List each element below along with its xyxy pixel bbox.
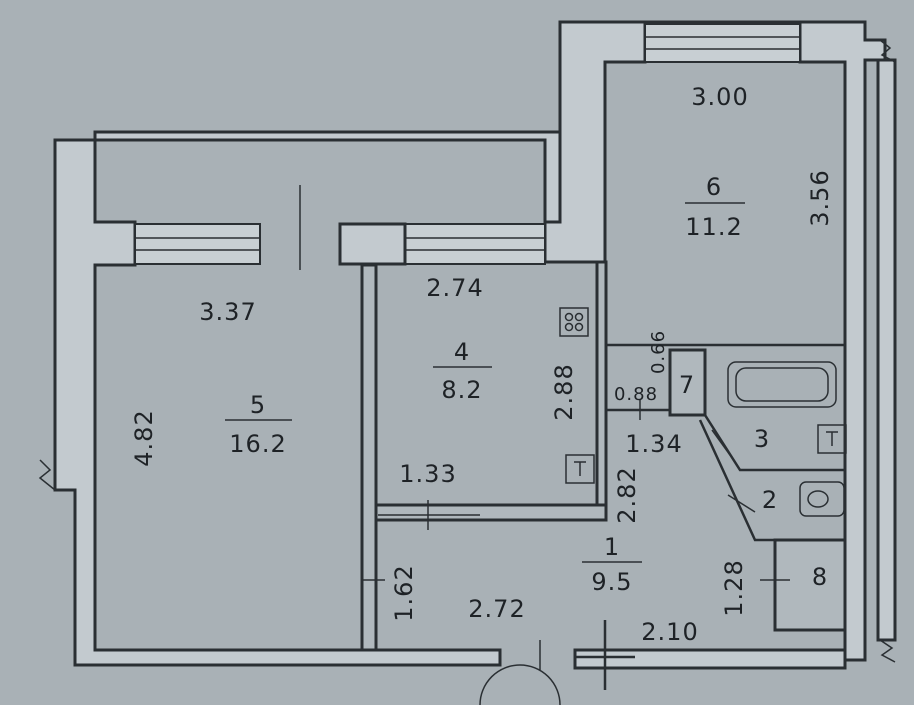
room-4-area: 8.2 [441, 376, 482, 404]
break-marks [38, 39, 896, 663]
windows [134, 23, 801, 266]
room-4-number: 4 [454, 338, 470, 366]
dim-2-88: 2.88 [550, 363, 578, 420]
top-left-wall [93, 130, 562, 224]
bathtub-inner [735, 367, 829, 402]
stove-icon [559, 307, 589, 337]
dimension-labels: 3.37 4.82 2.74 2.88 3.00 3.56 1.33 1.62 … [130, 83, 834, 646]
room-7-number: 7 [679, 371, 695, 399]
pillar-between-windows [338, 222, 407, 266]
window-room-4 [404, 223, 546, 265]
dim-3-00: 3.00 [691, 83, 748, 111]
dim-3-56: 3.56 [806, 169, 834, 226]
dim-4-82: 4.82 [130, 409, 158, 466]
bath-wall [703, 350, 845, 472]
dim-1-28: 1.28 [720, 559, 748, 616]
room-2-number: 2 [762, 486, 778, 514]
partition-4-6 [595, 260, 608, 514]
dim-2-72: 2.72 [468, 595, 525, 623]
room-5-area: 16.2 [229, 430, 286, 458]
room-3-number: 3 [754, 425, 770, 453]
left-outer-wall [53, 138, 502, 667]
room-1-area: 9.5 [591, 568, 632, 596]
partition-5-4 [360, 263, 378, 652]
room-1-number: 1 [604, 533, 620, 561]
entry-door-mark [479, 620, 635, 705]
bottom-right-wall [573, 648, 847, 670]
room-5-number: 5 [250, 391, 266, 419]
bathtub [727, 361, 837, 408]
dimension-ticks [299, 185, 790, 670]
wc-wall [698, 419, 845, 542]
toilet [799, 481, 845, 517]
sink-kitchen [565, 454, 595, 484]
room-6-number: 6 [706, 173, 722, 201]
upper-center-wall [543, 20, 647, 264]
dim-2-82: 2.82 [613, 466, 641, 523]
dim-0-66: 0.66 [648, 330, 669, 374]
fixtures [559, 307, 847, 517]
dim-2-10: 2.10 [641, 618, 698, 646]
interior-partitions [360, 260, 847, 652]
sink-bath [817, 424, 847, 454]
right-outer-wall [876, 58, 897, 642]
room-8-number: 8 [812, 563, 828, 591]
dim-1-62: 1.62 [390, 564, 418, 621]
top-right-wall [645, 20, 887, 662]
room-labels: 5 16.2 4 8.2 6 11.2 1 9.5 3 2 7 8 [225, 173, 828, 596]
dim-0-88: 0.88 [614, 384, 658, 405]
dim-1-34: 1.34 [625, 430, 682, 458]
room-6-area: 11.2 [685, 213, 742, 241]
partition-room4-bottom [374, 503, 608, 522]
window-room-5 [134, 223, 261, 265]
dim-2-74: 2.74 [426, 274, 483, 302]
closet-8 [773, 538, 847, 632]
dim-1-33: 1.33 [399, 460, 456, 488]
dim-3-37: 3.37 [199, 298, 256, 326]
window-room-6 [644, 23, 801, 63]
